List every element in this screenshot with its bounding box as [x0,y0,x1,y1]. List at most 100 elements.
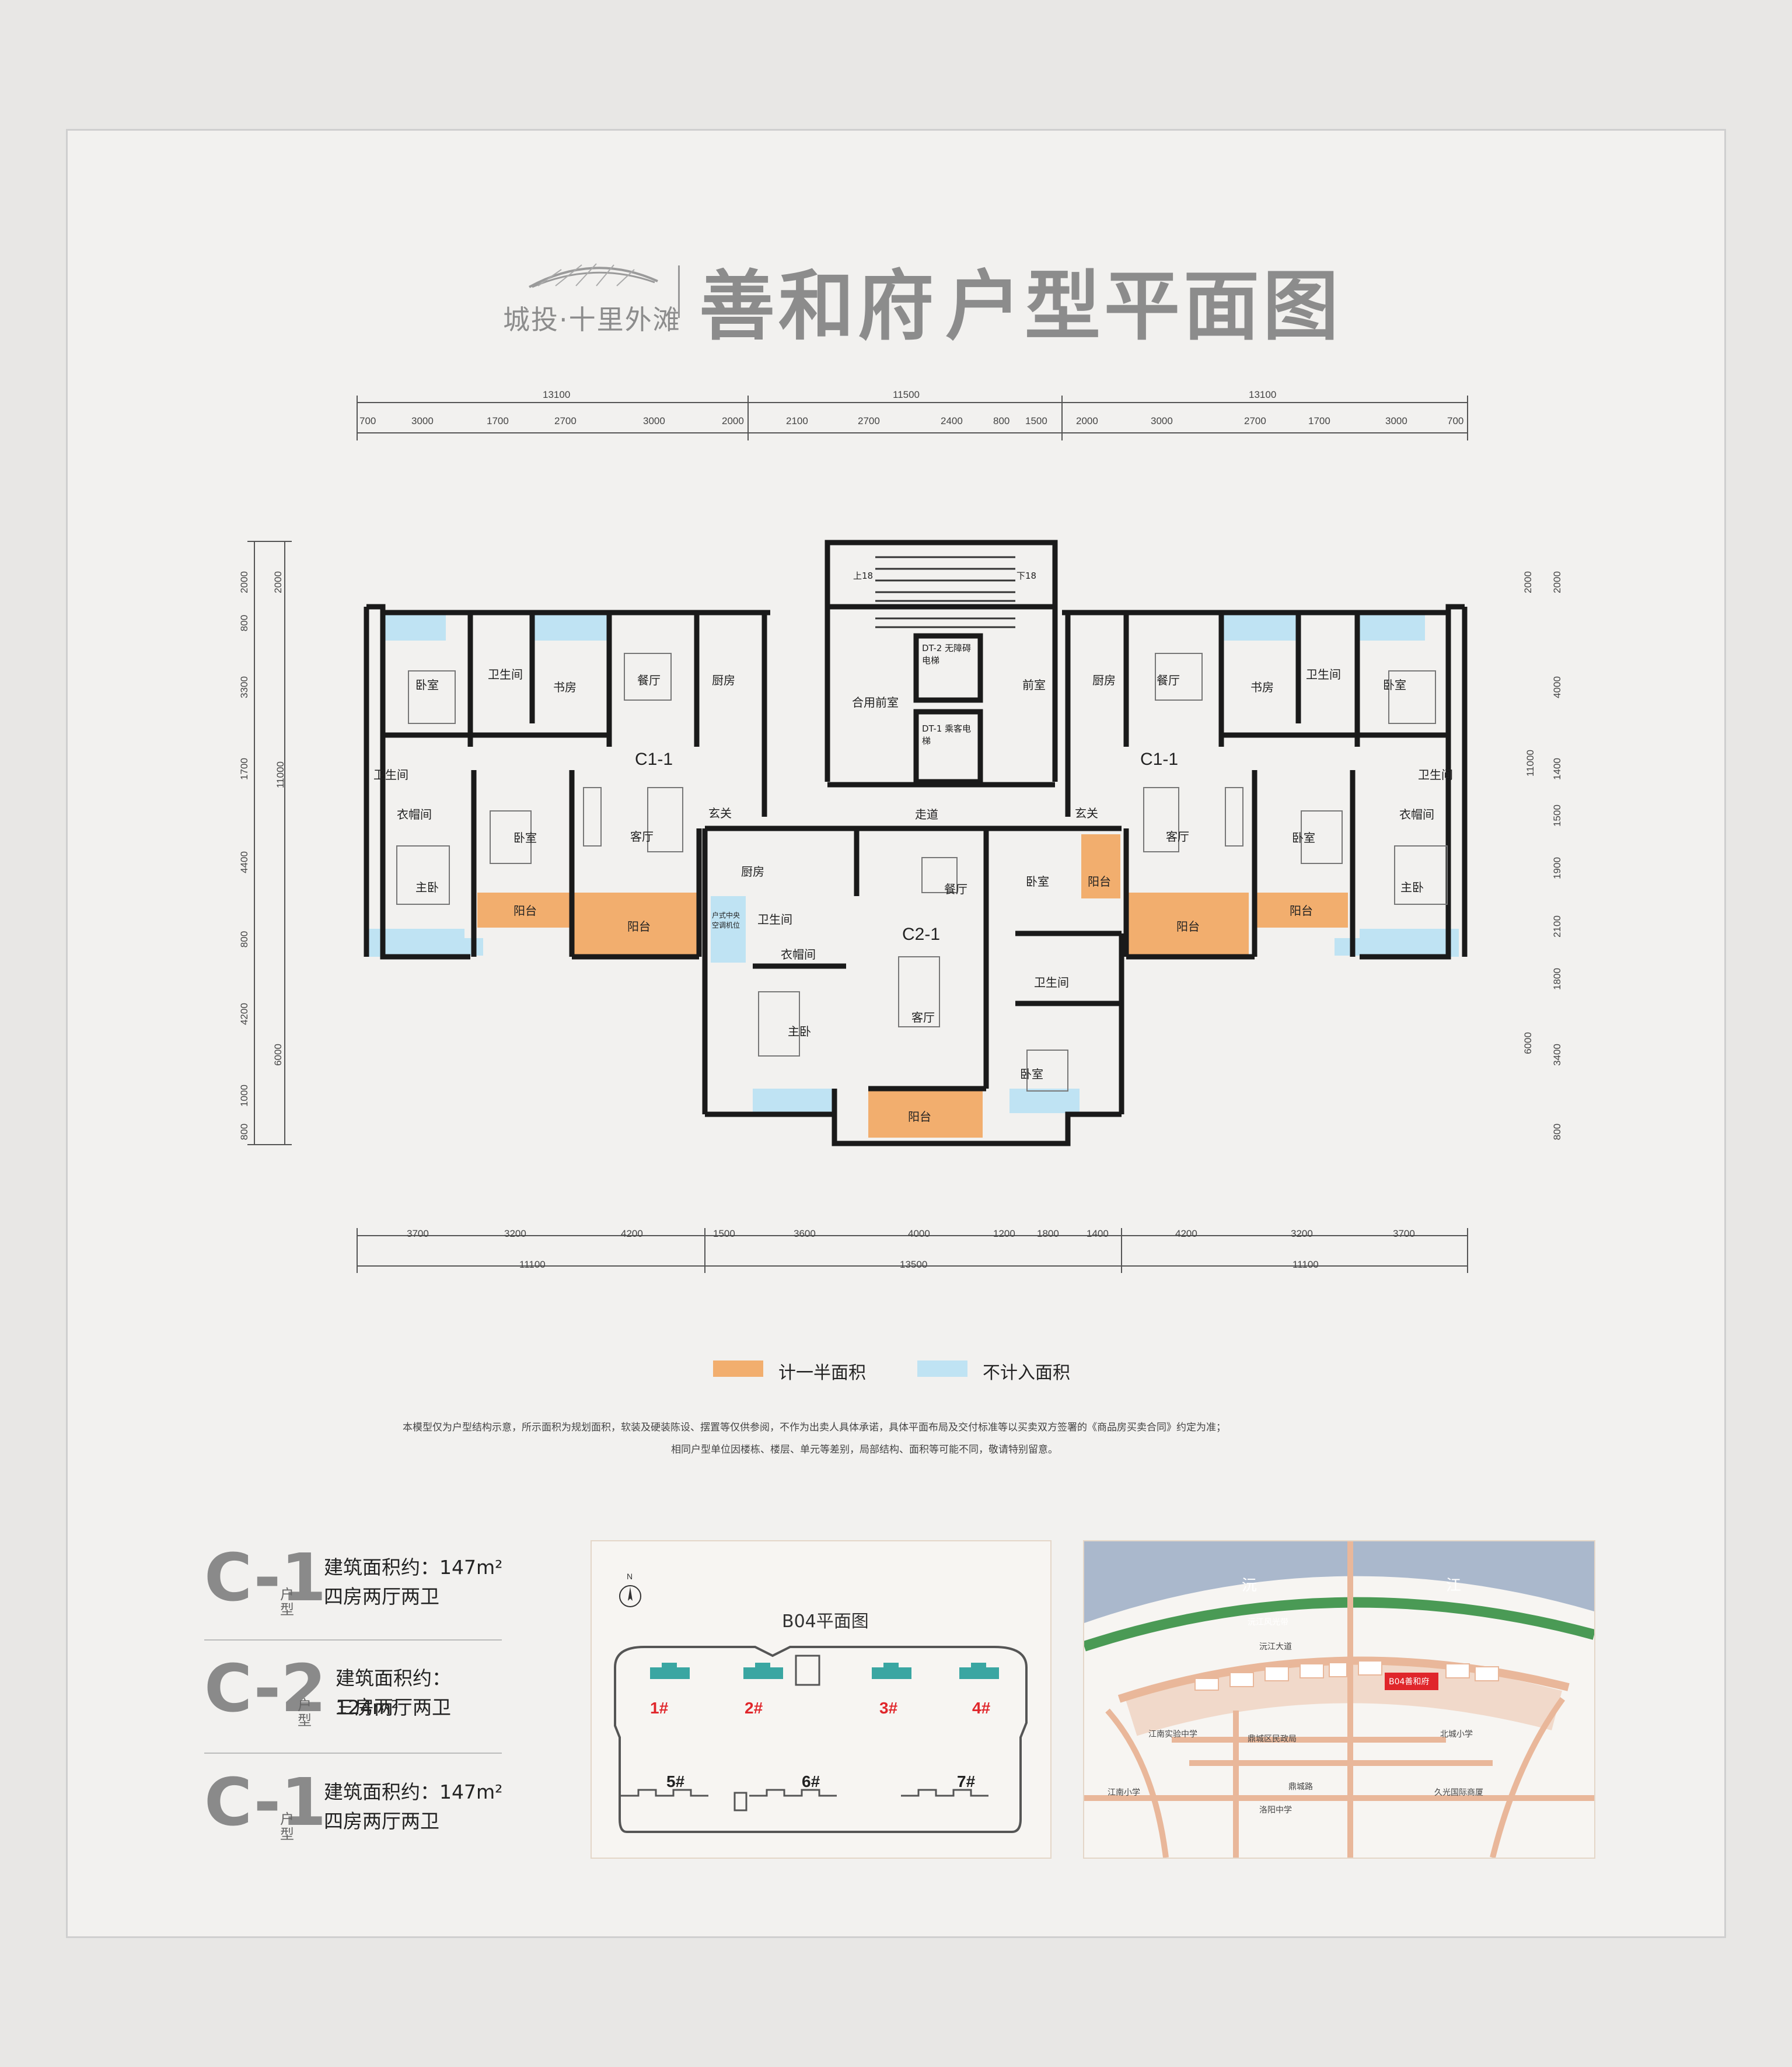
dim-bottom: 3200 [504,1228,526,1239]
unit-type-layout: 四房两厅两卫 [324,1810,439,1832]
room-dining: 餐厅 [637,673,661,687]
legend-label-excluded: 不计入面积 [983,1363,1070,1383]
unit-type-row: C-1 户型 建筑面积约：147m² 四房两厅两卫 [204,1765,508,1858]
elevator-2: DT-2 无障碍电梯 [922,643,972,666]
dim-top: 2400 [941,415,963,426]
legend-swatch-half [713,1360,763,1377]
map-river-2: 江 [1446,1577,1462,1594]
dim-right: 3400 [1551,1044,1563,1066]
unit-type-word: 户型 [280,1586,294,1618]
dim-top: 2700 [554,415,577,426]
north-arrow-icon [619,1585,641,1607]
dim-left-total: 6000 [272,1044,284,1066]
room-bedroom: 卧室 [1292,831,1315,845]
doc-title: 户型平面图 [945,262,1343,351]
dim-left: 800 [239,1123,250,1141]
dim-top: 3000 [643,415,665,426]
building-4: 4# [972,1699,991,1717]
unit-type-area: 建筑面积约：147m² [324,1781,503,1803]
unit-type-code: C-2 [204,1651,327,1727]
room-bedroom: 卧室 [514,831,537,845]
unit-type-word: 户型 [280,1811,294,1842]
room-bathroom: 卫生间 [373,768,408,782]
site-plan-drawing [614,1646,1028,1833]
dims-left-total-col: 2000 11000 6000 [267,541,291,1145]
map-highlight-label: B04善和府 [1389,1677,1430,1687]
room-living: 客厅 [1166,830,1189,844]
dim-bottom: 1500 [713,1228,735,1239]
stair-up: 上18 [853,571,874,581]
room-bathroom: 卫生间 [1306,667,1341,681]
unit-type-layout: 三房两厅两卫 [336,1696,451,1719]
building-3: 3# [879,1699,898,1717]
dim-top: 2100 [786,415,808,426]
room-balcony: 阳台 [1290,904,1313,918]
unit-type-area: 建筑面积约：124m² [336,1667,451,1719]
room-dining: 餐厅 [1157,673,1180,687]
dim-left: 3300 [238,676,250,698]
building-1: 1# [650,1699,669,1717]
dim-right-total: 2000 [1522,571,1533,593]
project-title: 善和府 [699,262,938,351]
dim-right-total: 6000 [1522,1032,1533,1054]
north-label: N [627,1572,633,1581]
dim-bottom: 3700 [407,1228,429,1239]
dims-left-col: 2000 800 3300 1700 4400 800 4200 1000 80… [233,541,257,1145]
room-master: 主卧 [415,880,439,894]
room-dining: 餐厅 [944,882,967,896]
room-study: 书房 [1250,680,1274,694]
room-living: 客厅 [630,830,654,844]
room-lobby: 前室 [1022,678,1046,692]
room-lobby-shared: 合用前室 [852,695,899,709]
room-balcony: 阳台 [1088,875,1111,889]
building-5: 5# [666,1772,685,1790]
logo-arch-icon [529,263,658,288]
dim-top: 2000 [1076,415,1098,426]
dim-bottom: 1800 [1037,1228,1059,1239]
dim-right-total: 11000 [1525,749,1536,777]
dim-right: 1400 [1551,758,1563,780]
dim-top: 3000 [1385,415,1407,426]
dim-top: 700 [359,415,376,426]
room-kitchen: 厨房 [712,673,735,687]
dim-top: 2700 [858,415,880,426]
room-foyer: 玄关 [1075,806,1098,820]
room-bathroom: 卫生间 [1418,768,1453,782]
dim-bottom: 4000 [908,1228,930,1239]
unit-divider [204,1753,502,1754]
map-label: 鼎城区民政局 [1248,1734,1297,1744]
unit-divider [204,1639,502,1641]
dim-top-total-1: 13100 [543,389,571,400]
room-balcony: 阳台 [627,919,651,933]
dim-left: 2000 [238,571,250,593]
room-bedroom: 卧室 [1383,678,1406,692]
header-divider [678,265,680,318]
unit-label-center: C2-1 [902,925,941,944]
dim-bottom: 4200 [621,1228,643,1239]
dim-top: 3000 [411,415,434,426]
location-map-panel: 沅 江 B04善和府 沅江风光带 沅江大道 江南实验中学 鼎城区民政局 北城小学… [1083,1540,1595,1859]
room-bathroom: 卫生间 [1034,975,1069,989]
logo: 城投·十里外滩 [503,252,680,335]
dims-top-row: 700 3000 1700 2700 3000 2000 2100 2700 2… [357,415,1468,428]
legend-label-half: 计一半面积 [778,1363,866,1383]
dims-right-col: 2000 4000 1400 1500 1900 2100 1800 3400 … [1546,541,1570,1145]
dim-right: 2100 [1551,915,1563,938]
building-2: 2# [745,1699,763,1717]
map-label: 鼎城路 [1288,1782,1313,1792]
dim-right: 1900 [1551,857,1563,879]
note-line-2: 相同户型单位因楼栋、楼层、单元等差别，局部结构、面积等可能不同，敬请特别留意。 [671,1444,1058,1456]
dim-top: 1500 [1025,415,1047,426]
dim-bottom: 1200 [993,1228,1015,1239]
unit-type-code: C-1 [204,1765,327,1841]
floor-plan [247,396,1468,1273]
dim-top-total-2: 11500 [893,389,920,400]
dims-bottom-row: 3700 3200 4200 1500 3600 4000 1200 1800 … [357,1228,1468,1241]
dim-bottom: 1400 [1087,1228,1109,1239]
elevator-1: DT-1 乘客电梯 [922,723,972,746]
unit-type-word: 户型 [298,1697,312,1729]
dim-left: 4400 [238,851,250,873]
room-kitchen: 厨房 [1092,673,1116,687]
unit-label-right: C1-1 [1140,750,1179,769]
room-study: 书房 [553,680,577,694]
